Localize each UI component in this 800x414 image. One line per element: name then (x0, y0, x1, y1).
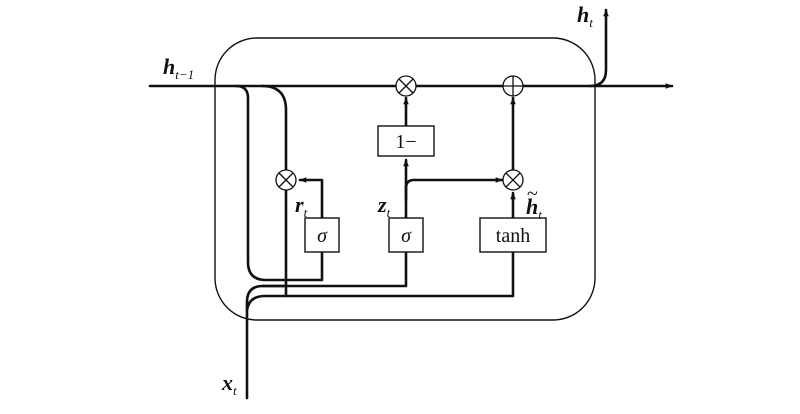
candidate-multiply-icon (502, 169, 524, 191)
update-gate-branch (404, 177, 504, 202)
hprev-branch-1 (234, 84, 324, 282)
input-to-tanh (245, 250, 515, 312)
input-line (245, 284, 288, 400)
candidate-tilde: ~ (527, 183, 538, 205)
update-sigma-label: σ (401, 225, 412, 247)
add-icon (502, 75, 524, 97)
reset-sigma-box: σ (304, 217, 340, 253)
one-minus-label: 1− (395, 131, 416, 153)
h-out-label: ht (577, 2, 593, 30)
candidate-label: ht (526, 194, 542, 222)
reset-gate-line (298, 177, 324, 220)
h-prev-label: ht−1 (163, 54, 194, 82)
hprev-branch-2 (260, 84, 288, 172)
reset-gate-label: rt (295, 192, 308, 220)
input-to-z (261, 250, 408, 288)
cell-frame (214, 37, 596, 321)
output-branch (588, 8, 609, 88)
update-gate-label: zt (377, 192, 391, 220)
update-sigma-box: σ (388, 217, 424, 253)
tanh-box: tanh (479, 217, 547, 253)
tanh-label: tanh (496, 225, 530, 247)
reset-sigma-label: σ (317, 225, 328, 247)
one-minus-box: 1− (377, 125, 435, 157)
reset-multiply-icon (275, 169, 297, 191)
x-in-label: xt (221, 370, 237, 398)
state-multiply-icon (395, 75, 417, 97)
